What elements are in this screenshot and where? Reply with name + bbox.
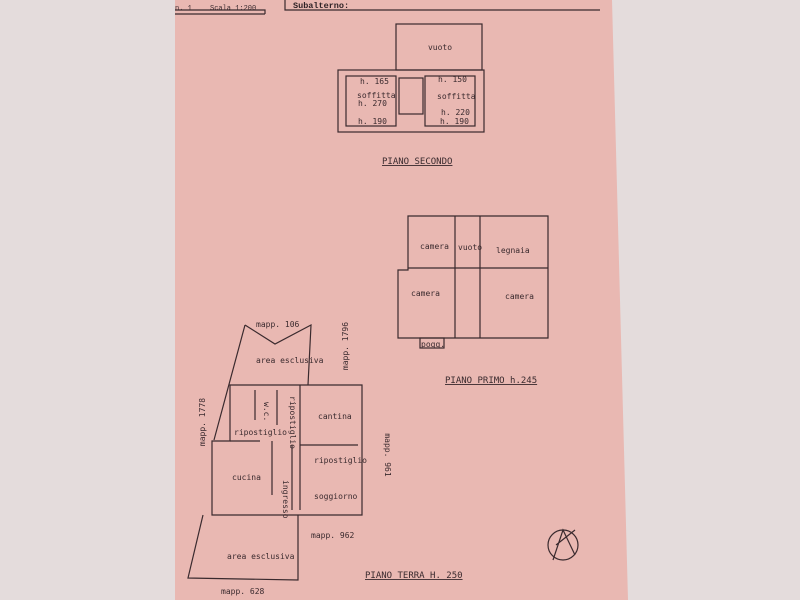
plan-piano-secondo: vuoto h. 165 soffitta h. 270 h. 190 h. 1… [337,23,485,167]
room-label: soggiorno [314,492,358,501]
scale-label: Scala 1:200 [210,5,256,13]
plan-piano-primo: camera vuoto legnaia camera camera pogg.… [397,215,549,386]
room-label: h. 220 [441,108,470,117]
north-arrow-icon [547,528,579,561]
room-label: legnaia [496,246,530,255]
room-label: w.c. [262,402,271,421]
plan-title: PIANO SECONDO [382,157,452,167]
room-label: h. 150 [438,75,467,84]
mapp-label: mapp. 106 [256,320,300,329]
room-label: camera [420,242,449,251]
room-label: camera [505,292,534,301]
mapp-label: mapp. 1778 [198,398,207,446]
room-label: ripostiglio [314,456,367,465]
plan-title: PIANO PRIMO h.245 [445,376,537,386]
sheet-number: n. 1 [175,5,192,13]
room-label: area esclusiva [256,356,324,365]
room-label: area esclusiva [227,552,295,561]
room-label: soffitta [437,92,476,101]
room-label: h. 165 [360,77,389,86]
room-label: cucina [232,473,261,482]
title-block: n. 1 Scala 1:200 Subalterno: [175,0,600,15]
room-label: h. 190 [358,117,387,126]
room-label: ripostiglio [234,428,287,437]
room-label: cantina [318,412,352,421]
mapp-label: mapp. 628 [221,587,265,596]
room-label: ingresso [281,480,290,519]
stairs [398,77,424,115]
room-label: soffitta [357,91,396,100]
room-label: camera [411,289,440,298]
room-label: h. 270 [358,99,387,108]
plan-title: PIANO TERRA H. 250 [365,571,463,581]
mapp-label: mapp. 1796 [341,322,350,370]
room-label: h. 190 [440,117,469,126]
mapp-label: mapp. 962 [311,531,355,540]
subaltern-label: Subalterno: [293,1,349,11]
paper [175,0,628,600]
room-label: vuoto [458,243,482,252]
room-label: pogg. [421,340,445,349]
mapp-label: mapp. 961 [383,433,392,477]
room-label: ripostiglio [288,396,297,449]
plan-piano-terra: area esclusiva w.c. ripostiglio cantina … [187,320,463,596]
room-label: vuoto [428,43,452,52]
